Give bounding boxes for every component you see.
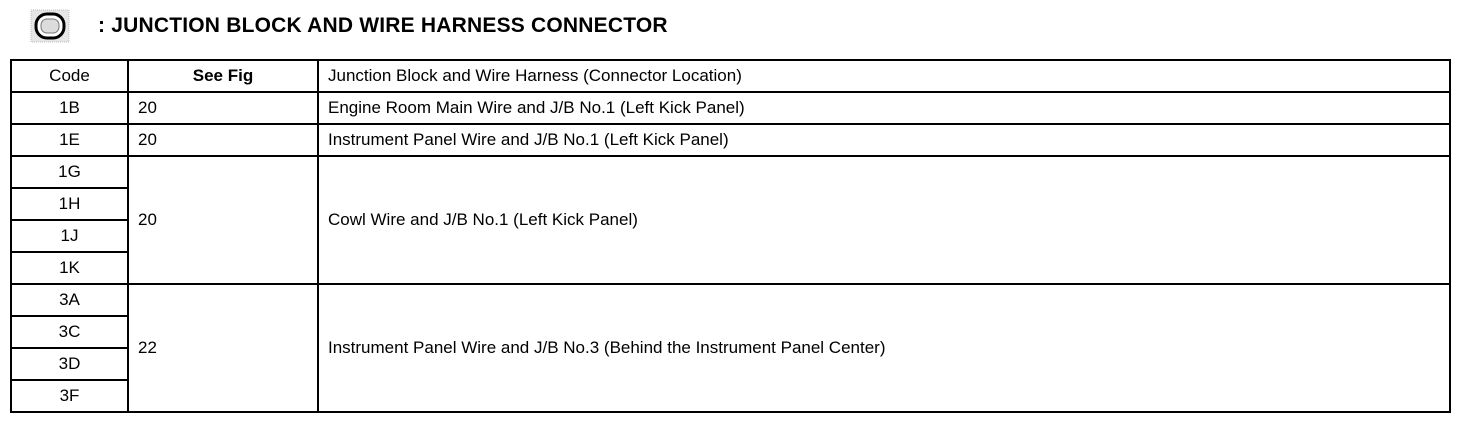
header-location: Junction Block and Wire Harness (Connect… — [317, 59, 1451, 93]
code-cell: 3D — [10, 347, 129, 381]
table-row: 3A 22 Instrument Panel Wire and J/B No.3… — [10, 283, 1451, 413]
table-row: 1G 20 Cowl Wire and J/B No.1 (Left Kick … — [10, 155, 1451, 285]
table-row: 1B 20 Engine Room Main Wire and J/B No.1… — [10, 91, 1451, 125]
location-cell: Instrument Panel Wire and J/B No.3 (Behi… — [317, 283, 1451, 413]
fig-cell: 20 — [127, 123, 319, 157]
fig-cell: 20 — [127, 155, 319, 285]
page-title: : JUNCTION BLOCK AND WIRE HARNESS CONNEC… — [98, 14, 668, 37]
code-cell: 1J — [10, 219, 129, 253]
table-row: 1E 20 Instrument Panel Wire and J/B No.1… — [10, 123, 1451, 157]
header-code: Code — [10, 59, 129, 93]
table-row: 3D — [10, 347, 1450, 381]
page-header: : JUNCTION BLOCK AND WIRE HARNESS CONNEC… — [30, 8, 668, 44]
header-see-fig: See Fig — [127, 59, 319, 93]
code-cell: 3F — [10, 379, 129, 413]
code-cell: 1B — [10, 91, 129, 125]
fig-cell: 22 — [127, 283, 319, 413]
location-cell: Engine Room Main Wire and J/B No.1 (Left… — [317, 91, 1451, 125]
table-header-row: Code See Fig Junction Block and Wire Har… — [10, 59, 1451, 93]
junction-connector-icon — [30, 9, 70, 43]
code-cell: 3A — [10, 283, 129, 317]
table-row: 1J — [10, 219, 1450, 253]
junction-block-table: Code See Fig Junction Block and Wire Har… — [10, 59, 1451, 413]
code-cell: 3C — [10, 315, 129, 349]
table-row: 1K — [10, 251, 1450, 285]
table-row: 1H — [10, 187, 1450, 221]
table-row: 3C — [10, 315, 1450, 349]
table-row: 3F — [10, 379, 1450, 413]
code-cell: 1G — [10, 155, 129, 189]
fig-cell: 20 — [127, 91, 319, 125]
code-cell: 1E — [10, 123, 129, 157]
location-cell: Cowl Wire and J/B No.1 (Left Kick Panel) — [317, 155, 1451, 285]
code-cell: 1H — [10, 187, 129, 221]
code-cell: 1K — [10, 251, 129, 285]
location-cell: Instrument Panel Wire and J/B No.1 (Left… — [317, 123, 1451, 157]
